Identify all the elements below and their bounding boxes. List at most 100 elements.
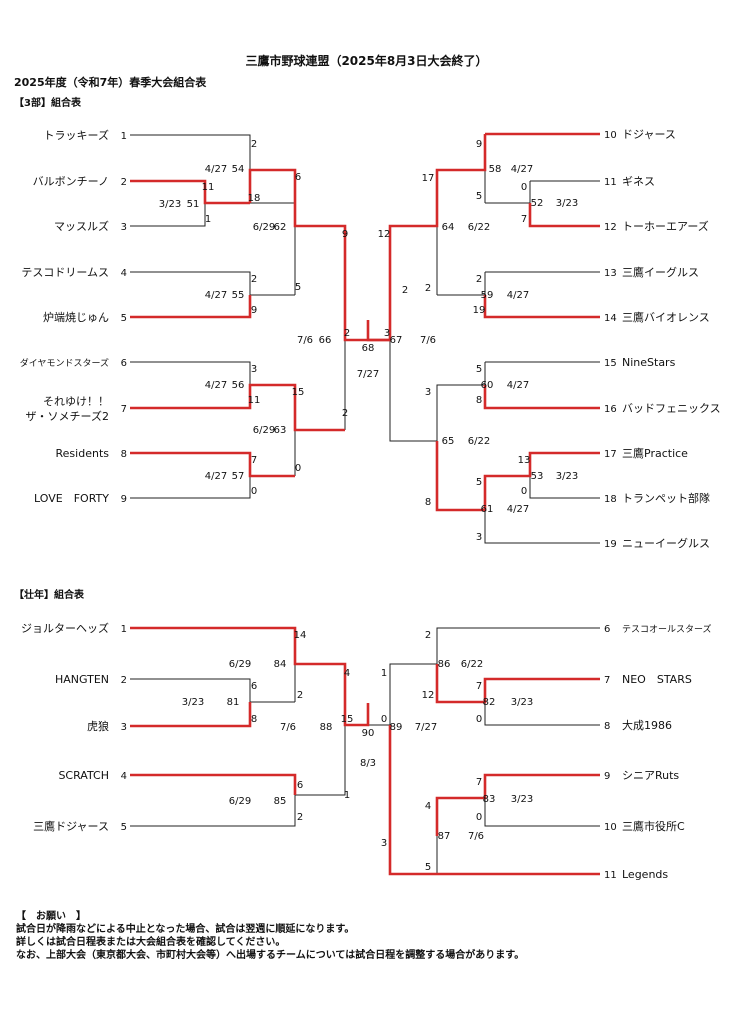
score-lower: 8	[425, 497, 431, 508]
team-name: LOVE FORTY	[34, 492, 109, 505]
game-number: 63	[274, 425, 287, 436]
game-number: 84	[274, 659, 287, 670]
team-seed-number: 8	[121, 449, 127, 460]
game-number: 85	[274, 796, 287, 807]
team-seed-number: 10	[604, 822, 617, 833]
game-date: 4/27	[507, 380, 529, 391]
game-date: 7/6	[297, 335, 313, 346]
team-seed-number: 6	[604, 624, 610, 635]
team-seed-number: 4	[121, 268, 127, 279]
team-seed-number: 19	[604, 539, 617, 550]
game-number: 57	[232, 471, 245, 482]
score-upper: 3	[425, 387, 431, 398]
team-name: ジョルターヘッズ	[21, 621, 109, 635]
bracket-line	[483, 295, 600, 319]
game-date: 3/23	[511, 697, 533, 708]
game-number: 67	[390, 335, 403, 346]
game-number: 51	[187, 199, 200, 210]
score-upper: 9	[342, 229, 348, 240]
bracket-line	[435, 441, 600, 512]
score-lower: 2	[342, 408, 348, 419]
team-seed-number: 6	[121, 358, 127, 369]
score-lower: 5	[476, 191, 482, 202]
game-number: 66	[319, 335, 332, 346]
team-name: 三鷹ドジャース	[33, 819, 109, 833]
score-upper: 6	[251, 681, 257, 692]
game-date: 7/6	[468, 831, 484, 842]
team-name: NineStars	[622, 356, 676, 369]
team-seed-number: 18	[604, 494, 617, 505]
team-name: マッスルズ	[54, 219, 109, 233]
score-upper: 2	[476, 274, 482, 285]
bracket-line	[130, 773, 297, 795]
score-lower: 2	[402, 285, 408, 296]
score-lower: 1	[205, 214, 211, 225]
score-lower: 3	[384, 328, 390, 339]
bracket-line	[484, 798, 600, 827]
bracket-line	[130, 626, 370, 727]
game-date: 4/27	[507, 504, 529, 515]
team-name: それゆけ！！	[43, 395, 109, 408]
team-name: トラッキーズ	[44, 128, 109, 142]
game-number: 87	[438, 831, 451, 842]
team-seed-number: 15	[604, 358, 617, 369]
game-number: 64	[442, 222, 455, 233]
team-seed-number: 9	[604, 771, 610, 782]
game-date: 3/23	[511, 794, 533, 805]
team-seed-number: 13	[604, 268, 617, 279]
team-seed-number: 11	[604, 177, 617, 188]
div3-section-label: 【3部】組合表	[14, 98, 81, 109]
game-date: 7/27	[357, 369, 379, 380]
team-seed-number: 5	[121, 313, 127, 324]
notes-block: 【 お願い 】 試合日が降雨などによる中止となった場合、試合は翌週に順延になりま…	[16, 910, 524, 962]
bracket-line	[248, 168, 390, 342]
bracket-line	[130, 271, 295, 296]
game-date: 6/29	[229, 796, 251, 807]
score-upper: 7	[476, 681, 482, 692]
game-date: 3/23	[556, 471, 578, 482]
team-seed-number: 10	[604, 130, 617, 141]
game-date: 8/3	[360, 758, 376, 769]
score-lower: 2	[425, 283, 431, 294]
bracket-line	[130, 702, 252, 728]
team-seed-number: 12	[604, 222, 617, 233]
team-seed-number: 16	[604, 404, 617, 415]
bracket-line	[528, 203, 600, 228]
score-upper: 0	[521, 182, 527, 193]
score-lower: 3	[381, 838, 387, 849]
team-name: 虎狼	[87, 719, 109, 733]
score-lower: 0	[521, 486, 527, 497]
score-lower: 7	[521, 214, 527, 225]
game-number: 83	[483, 794, 496, 805]
bracket-line	[295, 725, 346, 796]
score-upper: 6	[297, 780, 303, 791]
score-lower: 0	[251, 486, 257, 497]
score-lower: 0	[295, 463, 301, 474]
score-upper: 5	[476, 364, 482, 375]
score-upper: 4	[344, 668, 350, 679]
team-name: 炉端焼じゅん	[43, 311, 109, 324]
team-name: 大成1986	[622, 718, 672, 732]
team-seed-number: 9	[121, 494, 127, 505]
team-name: ドジャース	[622, 128, 676, 141]
game-date: 4/27	[205, 290, 227, 301]
bracket-line	[389, 627, 600, 725]
team-seed-number: 3	[121, 722, 127, 733]
game-number: 86	[438, 659, 451, 670]
bracket-line	[130, 476, 251, 499]
game-number: 82	[483, 697, 496, 708]
score-lower: 3	[476, 532, 482, 543]
score-lower: 0	[381, 714, 387, 725]
bracket-line	[483, 385, 600, 410]
bracket-line	[435, 773, 600, 836]
team-name: バッドフェニックス	[622, 402, 721, 415]
score-lower: 0	[476, 812, 482, 823]
game-date: 4/27	[205, 471, 227, 482]
game-date: 6/29	[253, 425, 275, 436]
game-date: 6/29	[253, 222, 275, 233]
team-name: テスコオールスターズ	[622, 623, 712, 635]
bracket-line	[366, 134, 487, 342]
team-name: 三鷹バイオレンス	[622, 310, 710, 324]
game-number: 59	[481, 290, 494, 301]
bracket-labels: 1トラッキーズ2バルボンチーノ3マッスルズ4テスコドリームス5炉端焼じゅん6ダイ…	[20, 128, 721, 881]
